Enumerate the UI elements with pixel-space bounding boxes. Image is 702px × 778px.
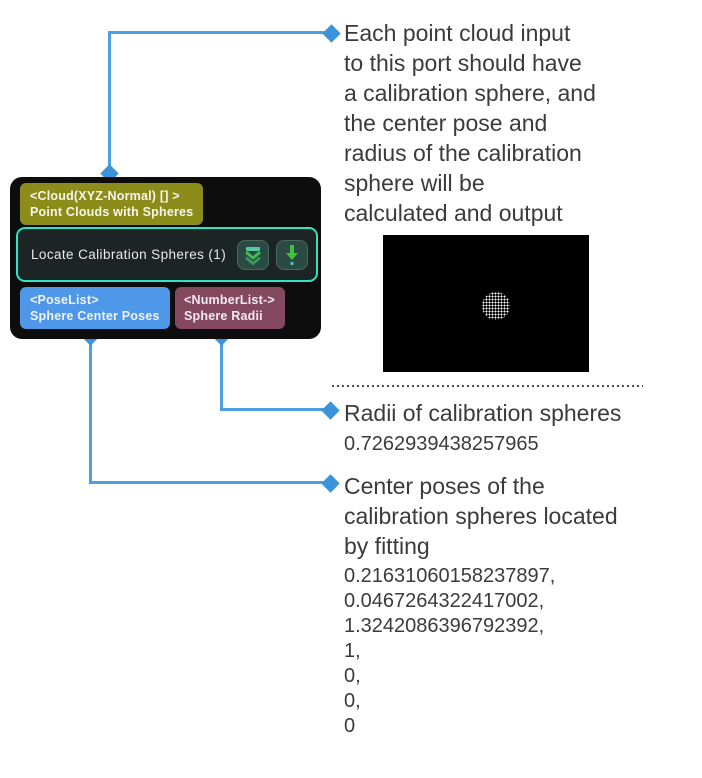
diamond-radii-annotation-marker	[321, 401, 340, 420]
input-port-point-clouds[interactable]: <Cloud(XYZ-Normal) [] > Point Clouds wit…	[20, 183, 204, 225]
step-title: Locate Calibration Spheres (1)	[31, 247, 227, 262]
radii-port-type: <NumberList->	[184, 293, 275, 307]
step-header[interactable]: Locate Calibration Spheres (1)	[16, 227, 318, 282]
radii-port-label: Sphere Radii	[184, 309, 263, 323]
connector-input-vertical	[108, 31, 111, 169]
pose-value-line: 0.0467264322417002,	[344, 590, 545, 612]
annotation-line: by fitting	[344, 533, 430, 559]
pose-value-line: 0,	[344, 690, 361, 712]
annotation-line: the center pose and	[344, 110, 548, 136]
connector-poses-vertical	[89, 340, 92, 483]
diamond-poses-annotation-marker	[321, 474, 340, 493]
pose-value-line: 0,	[344, 665, 361, 687]
connector-radii-vertical	[220, 340, 223, 410]
output-port-sphere-radii[interactable]: <NumberList-> Sphere Radii	[175, 287, 285, 329]
annotation-line: sphere will be	[344, 170, 485, 196]
annotation-line: calibration spheres located	[344, 503, 618, 529]
annotation-radii-heading: Radii of calibration spheres	[344, 400, 622, 426]
connector-radii-horizontal	[220, 408, 326, 411]
annotation-poses-heading: Center poses of the calibration spheres …	[344, 471, 618, 561]
pose-value-line: 1,	[344, 640, 361, 662]
annotation-line: calculated and output	[344, 200, 563, 226]
pose-values: 0.21631060158237897, 0.0467264322417002,…	[344, 564, 555, 739]
connector-input-horizontal	[110, 31, 327, 34]
dotted-separator	[332, 385, 643, 387]
radii-value: 0.7262939438257965	[344, 433, 539, 455]
pose-value-line: 0	[344, 715, 356, 737]
diamond-input-annotation-marker	[322, 24, 341, 43]
annotation-line: Center poses of the	[344, 473, 545, 499]
point-cloud-preview-image	[383, 235, 589, 372]
input-port-type: <Cloud(XYZ-Normal) [] >	[30, 189, 180, 203]
pose-value-line: 0.21631060158237897,	[344, 565, 556, 587]
annotation-input-description: Each point cloud input to this port shou…	[344, 18, 596, 228]
annotation-line: a calibration sphere, and	[344, 80, 596, 106]
output-visibility-button[interactable]	[276, 239, 308, 270]
sphere-point-cloud	[482, 292, 510, 320]
pose-value-line: 1.3242086396792392,	[344, 615, 545, 637]
input-port-label: Point Clouds with Spheres	[30, 205, 194, 219]
node-locate-calibration-spheres[interactable]: <Cloud(XYZ-Normal) [] > Point Clouds wit…	[10, 177, 321, 339]
double-chevron-down-icon	[245, 246, 261, 265]
arrow-down-icon	[286, 244, 298, 265]
poses-port-type: <PoseList>	[30, 293, 99, 307]
annotation-line: radius of the calibration	[344, 140, 582, 166]
output-port-sphere-center-poses[interactable]: <PoseList> Sphere Center Poses	[20, 287, 170, 329]
poses-port-label: Sphere Center Poses	[30, 309, 160, 323]
annotation-line: Each point cloud input	[344, 20, 571, 46]
collapse-button[interactable]	[237, 239, 269, 270]
annotation-line: to this port should have	[344, 50, 582, 76]
connector-poses-horizontal	[89, 481, 326, 484]
